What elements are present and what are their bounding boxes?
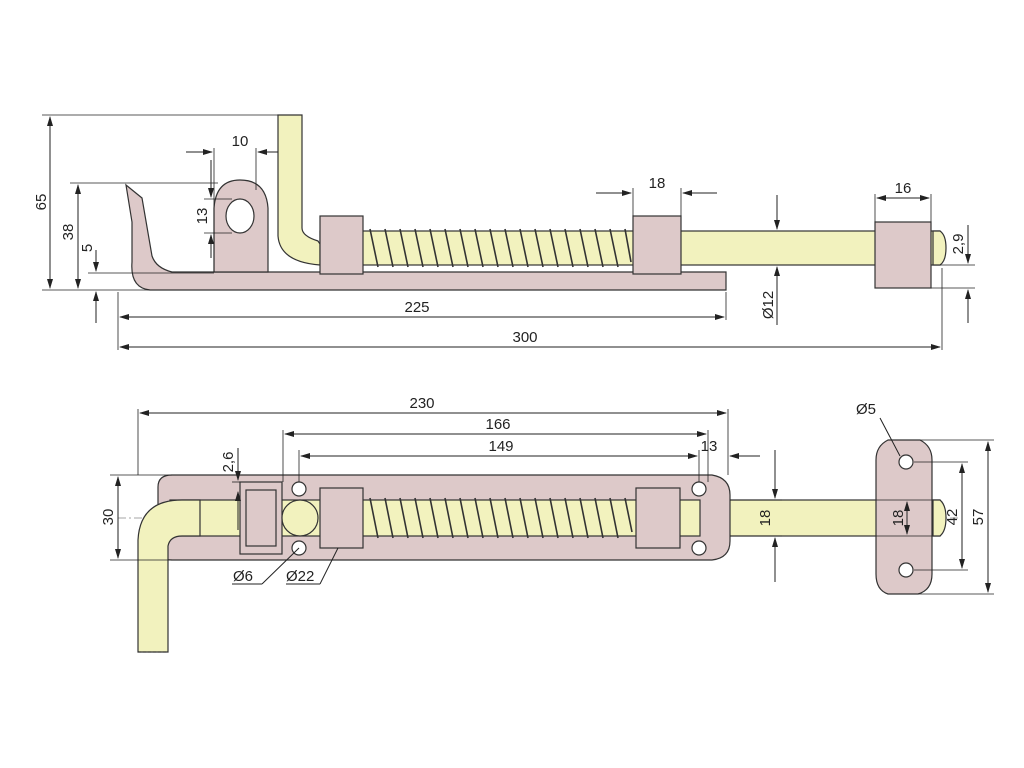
- side-spring: [369, 228, 632, 268]
- dim-guide-width: 18: [649, 175, 666, 192]
- side-pin-tip: [932, 230, 947, 266]
- dim-hole-edge: 13: [701, 438, 718, 455]
- top-screw-hole: [291, 481, 307, 497]
- dim-screw-hole: Ø6: [233, 568, 253, 585]
- dim-hole-spacing-inner: 149: [488, 438, 513, 455]
- top-pin-handle: [137, 499, 201, 653]
- dim-plate-thickness: 5: [79, 244, 96, 252]
- dim-hole-spacing-outer: 166: [485, 416, 510, 433]
- dim-pin-gap: 2,6: [220, 452, 237, 473]
- side-eye-hole: [225, 198, 255, 234]
- dim-keeper-hole-spacing: 42: [944, 509, 961, 526]
- side-base-plate: [125, 183, 727, 291]
- side-guide-right: [632, 215, 682, 275]
- keeper-hole: [898, 454, 914, 470]
- dim-top-pin-diameter: 18: [757, 510, 774, 527]
- dim-knob: Ø22: [286, 568, 314, 585]
- dim-top-plate-length: 230: [409, 395, 434, 412]
- dim-keeper-height: 57: [970, 509, 987, 526]
- side-keeper: [874, 221, 932, 289]
- top-view: 230 166 149 13 30 2,6 18 Ø6: [100, 395, 994, 653]
- top-screw-hole: [691, 540, 707, 556]
- dim-keeper-hole: Ø5: [856, 401, 876, 418]
- dim-plate-length: 225: [404, 299, 429, 316]
- dim-eye-offset: 10: [232, 133, 249, 150]
- top-screw-hole: [691, 481, 707, 497]
- dim-hook-height: 38: [60, 224, 77, 241]
- top-guide-right: [635, 487, 681, 549]
- dim-keeper-width: 16: [895, 180, 912, 197]
- side-view: 65 38 5 10 13 18 16: [33, 114, 975, 350]
- dim-top-plate-width: 30: [100, 509, 117, 526]
- dim-pin-diameter: Ø12: [760, 291, 777, 319]
- dim-overall-height: 65: [33, 194, 50, 211]
- dim-pin-tip: 2,9: [950, 234, 967, 255]
- dim-eye-hole: 13: [194, 208, 211, 225]
- top-knob: [281, 499, 319, 537]
- top-spring: [369, 497, 633, 539]
- side-pin-handle: [277, 114, 321, 266]
- top-pin-tip: [932, 499, 947, 537]
- keeper-hole: [898, 562, 914, 578]
- top-guide-left: [319, 487, 364, 549]
- dim-overall-length: 300: [512, 329, 537, 346]
- dim-keeper-pin: 18: [890, 510, 907, 527]
- side-guide-left: [319, 215, 364, 275]
